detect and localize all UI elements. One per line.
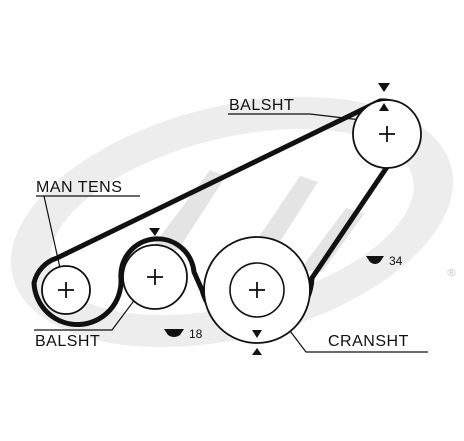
triangle-marker-icon xyxy=(379,103,389,111)
triangle-marker-icon xyxy=(378,83,390,92)
crosshair-icon xyxy=(379,126,395,142)
pulley-balsht-top xyxy=(352,99,422,169)
pulley-man-tens xyxy=(41,265,91,315)
label-cransht: CRANSHT xyxy=(328,333,409,350)
span-marker-right: 34 xyxy=(366,254,403,268)
label-balsht-top: BALSHT xyxy=(229,97,294,114)
triangle-marker-icon xyxy=(252,348,262,355)
span-marker-lower-count: 18 xyxy=(189,327,203,341)
span-marker-right-count: 34 xyxy=(389,254,403,268)
crosshair-icon xyxy=(147,269,163,285)
label-balsht-bottom: BALSHT xyxy=(35,333,100,350)
pulley-cransht xyxy=(203,236,311,344)
pulley-balsht-bottom xyxy=(122,244,188,310)
triangle-marker-icon xyxy=(252,330,262,338)
belt-tooth-icon xyxy=(366,256,384,264)
span-marker-lower: 18 xyxy=(164,327,203,341)
belt-tooth-icon xyxy=(164,329,184,337)
label-man-tens: MAN TENS xyxy=(36,179,122,196)
timing-marks xyxy=(149,83,390,355)
crosshair-icon xyxy=(249,282,265,298)
triangle-marker-icon xyxy=(149,228,160,236)
crosshair-icon xyxy=(58,282,74,298)
registered-mark-text: ® xyxy=(446,266,457,279)
